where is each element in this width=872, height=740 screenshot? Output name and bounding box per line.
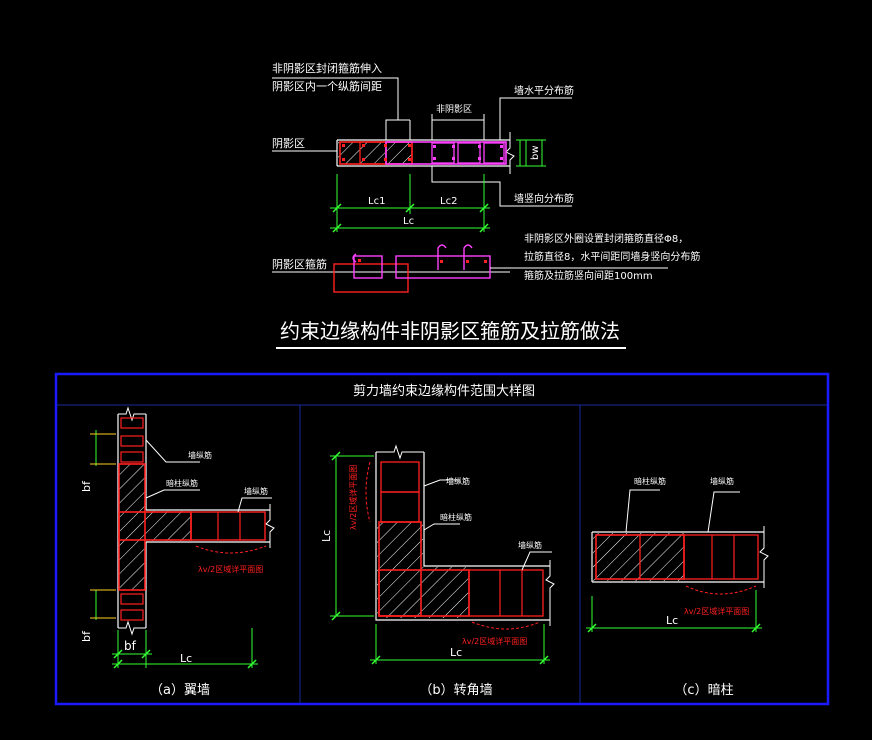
- c-label-half: λv/2区域详平面图: [684, 606, 749, 616]
- note-right-3: 箍筋及拉筋竖向间距100mm: [524, 269, 653, 282]
- table-title: 剪力墙约束边缘构件范围大样图: [353, 383, 535, 399]
- panel-b-corner-wall: 墙纵筋 暗柱纵筋 墙纵筋 λv/2区域详平面图 λv/2区域详平面图 Lc Lc…: [320, 444, 555, 698]
- shadow-zone-hatch: [338, 142, 412, 164]
- b-label-wall-vert: 墙纵筋: [446, 476, 470, 486]
- b-dim-lc-vert: Lc: [320, 530, 333, 542]
- b-label-wall-vert2: 墙纵筋: [518, 540, 542, 550]
- top-detail: 非阴影区封闭箍筋伸入 阴影区内一个纵筋间距 非阴影区 墙水平分布筋 阴影区 bw…: [272, 61, 700, 349]
- dim-lc1: Lc1: [368, 196, 385, 207]
- b-caption: （b）转角墙: [419, 683, 492, 698]
- note-left-2: 阴影区内一个纵筋间距: [272, 79, 382, 93]
- label-bw: bw: [530, 145, 541, 160]
- panel-a-wing-wall: 墙纵筋 暗柱纵筋 墙纵筋 λv/2区域详平面图 bf bf bf Lc （a）翼…: [80, 406, 275, 698]
- c-label-edge-bar: 暗柱纵筋: [634, 476, 666, 486]
- a-dim-bf-top: bf: [80, 480, 93, 492]
- c-dim-lc: Lc: [666, 614, 678, 627]
- b-dim-lc-horiz: Lc: [450, 646, 462, 659]
- label-shadow-stirrup: 阴影区箍筋: [272, 257, 327, 271]
- note-left-1: 非阴影区封闭箍筋伸入: [272, 61, 382, 75]
- a-dim-lc: Lc: [180, 652, 192, 665]
- label-vert-bar: 墙竖向分布筋: [514, 192, 574, 205]
- a-dim-bf-horiz: bf: [124, 639, 137, 653]
- nonshadow-stirrup-outer: [385, 141, 507, 165]
- panel-c-hidden-column: 暗柱纵筋 墙纵筋 λv/2区域详平面图 Lc （c）暗柱: [586, 476, 769, 698]
- dim-lc2: Lc2: [440, 196, 457, 207]
- note-right-2: 拉筋直径8，水平间距同墙身竖向分布筋: [524, 250, 700, 263]
- label-shadow: 阴影区: [272, 137, 305, 150]
- a-caption: （a）翼墙: [150, 683, 210, 698]
- b-label-half-horiz: λv/2区域详平面图: [462, 636, 527, 646]
- label-horiz-bar: 墙水平分布筋: [514, 84, 574, 97]
- a-label-half: λv/2区域详平面图: [198, 564, 263, 574]
- note-right-1: 非阴影区外圈设置封闭箍筋直径Φ8，: [524, 232, 688, 245]
- table-frame: 剪力墙约束边缘构件范围大样图: [54, 372, 830, 706]
- a-label-wall-vert: 墙纵筋: [188, 450, 212, 460]
- dim-lc: Lc: [403, 216, 414, 227]
- b-label-edge-bar: 暗柱纵筋: [440, 512, 472, 522]
- label-nonshadow: 非阴影区: [436, 103, 472, 115]
- a-label-edge-bar: 暗柱纵筋: [166, 478, 198, 488]
- c-label-wall-vert: 墙纵筋: [710, 476, 734, 486]
- a-label-wall-vert2: 墙纵筋: [244, 486, 268, 496]
- top-title: 约束边缘构件非阴影区箍筋及拉筋做法: [280, 319, 620, 343]
- a-dim-bf-bottom: bf: [80, 630, 93, 642]
- b-label-half-vert: λv/2区域详平面图: [348, 465, 358, 530]
- c-caption: （c）暗柱: [674, 683, 733, 698]
